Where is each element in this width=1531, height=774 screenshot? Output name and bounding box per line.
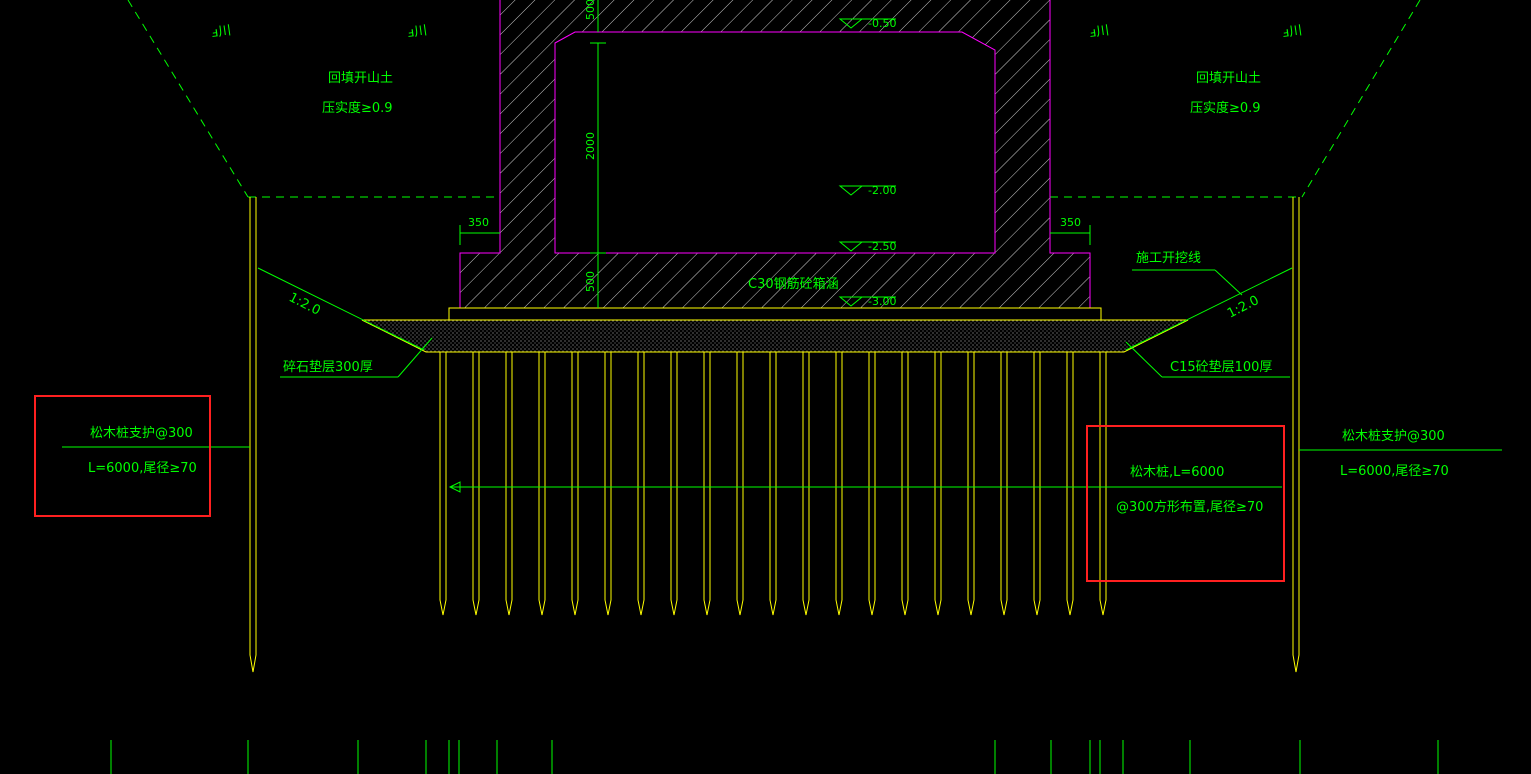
- slope-right-label: 1:2.0: [1225, 293, 1262, 321]
- grass-symbol-4: ⅎ川: [1281, 23, 1303, 41]
- right-support-pile: [1292, 197, 1300, 673]
- foundation-pile: [835, 352, 843, 616]
- foundation-pile: [769, 352, 777, 616]
- dim-top-wall: 500: [584, 0, 597, 20]
- foundation-pile: [1000, 352, 1008, 616]
- backfill-left-line1: 回填开山土: [328, 71, 393, 86]
- slope-lines: [257, 267, 1293, 351]
- backfill-right-line1: 回填开山土: [1196, 71, 1261, 86]
- foundation-pile: [934, 352, 942, 616]
- c15-cushion: [448, 307, 1102, 321]
- dim-bottom-slab: 500: [584, 271, 597, 292]
- dim-step-right: 350: [1060, 216, 1081, 229]
- support-left-line1: 松木桩支护@300: [90, 426, 193, 441]
- foundation-pile: [1066, 352, 1074, 616]
- foundation-pile: [1099, 352, 1107, 616]
- foundation-pile: [538, 352, 546, 616]
- support-right-line1: 松木桩支护@300: [1342, 429, 1445, 444]
- gravel-cushion-label: 碎石垫层300厚: [283, 359, 373, 375]
- foundation-pile: [505, 352, 513, 616]
- side-support-piles: [249, 197, 1300, 673]
- culvert-material-label: C30钢筋砼箱涵: [748, 276, 839, 292]
- elevation-ground: -2.00: [868, 184, 896, 197]
- elevation-top: -0.50: [868, 17, 896, 30]
- foundation-pile: [604, 352, 612, 616]
- support-left-line2: L=6000,尾径≥70: [88, 461, 197, 476]
- foundation-pile-leader: [448, 481, 1282, 493]
- culvert-concrete-hatch: [460, 0, 1090, 308]
- excavation-leader: [1132, 269, 1243, 296]
- left-support-pile: [249, 197, 257, 673]
- slope-left-label: 1:2.0: [286, 290, 323, 318]
- c15-cushion-label: C15砼垫层100厚: [1170, 359, 1272, 375]
- elevation-inner-bottom: -2.50: [868, 240, 896, 253]
- foundation-pile: [802, 352, 810, 616]
- foundation-pile: [670, 352, 678, 616]
- backfill-right-line2: 压实度≥0.9: [1190, 100, 1261, 116]
- support-right-line2: L=6000,尾径≥70: [1340, 464, 1449, 479]
- dim-step-left: 350: [468, 216, 489, 229]
- backfill-left-line2: 压实度≥0.9: [322, 100, 393, 116]
- grass-symbol-2: ⅎ川: [406, 23, 428, 41]
- foundation-pile: [901, 352, 909, 616]
- grass-symbols: ⅎ川 ⅎ川 ⅎ川 ⅎ川: [210, 23, 1303, 41]
- foundation-pile: [703, 352, 711, 616]
- dim-clear-height: 2000: [584, 132, 597, 160]
- foundation-pile-line2: @300方形布置,尾径≥70: [1116, 499, 1263, 515]
- foundation-pile: [736, 352, 744, 616]
- foundation-pile: [637, 352, 645, 616]
- foundation-piles: [439, 352, 1107, 616]
- highlight-box-right: [1086, 425, 1285, 582]
- foundation-pile: [967, 352, 975, 616]
- foundation-pile: [439, 352, 447, 616]
- foundation-pile: [472, 352, 480, 616]
- foundation-pile-line1: 松木桩,L=6000: [1130, 465, 1224, 480]
- gravel-leader: [280, 337, 433, 378]
- c15-leader: [1125, 341, 1290, 378]
- culvert-inner-outline: [554, 31, 996, 254]
- elevation-base: -3.00: [868, 295, 896, 308]
- elevation-marks: [838, 18, 896, 307]
- excavation-upper-lines: [127, 0, 1421, 198]
- foundation-pile: [571, 352, 579, 616]
- excavation-line-label: 施工开挖线: [1136, 251, 1201, 266]
- highlight-box-left: [34, 395, 211, 517]
- grass-symbol-1: ⅎ川: [210, 23, 232, 41]
- foundation-pile: [1033, 352, 1041, 616]
- foundation-pile: [868, 352, 876, 616]
- gravel-cushion: [361, 319, 1189, 353]
- bottom-axis-ticks: [110, 740, 1439, 774]
- grass-symbol-3: ⅎ川: [1088, 23, 1110, 41]
- box-culvert: [459, 0, 1091, 309]
- dimension-lines: [459, 0, 1091, 308]
